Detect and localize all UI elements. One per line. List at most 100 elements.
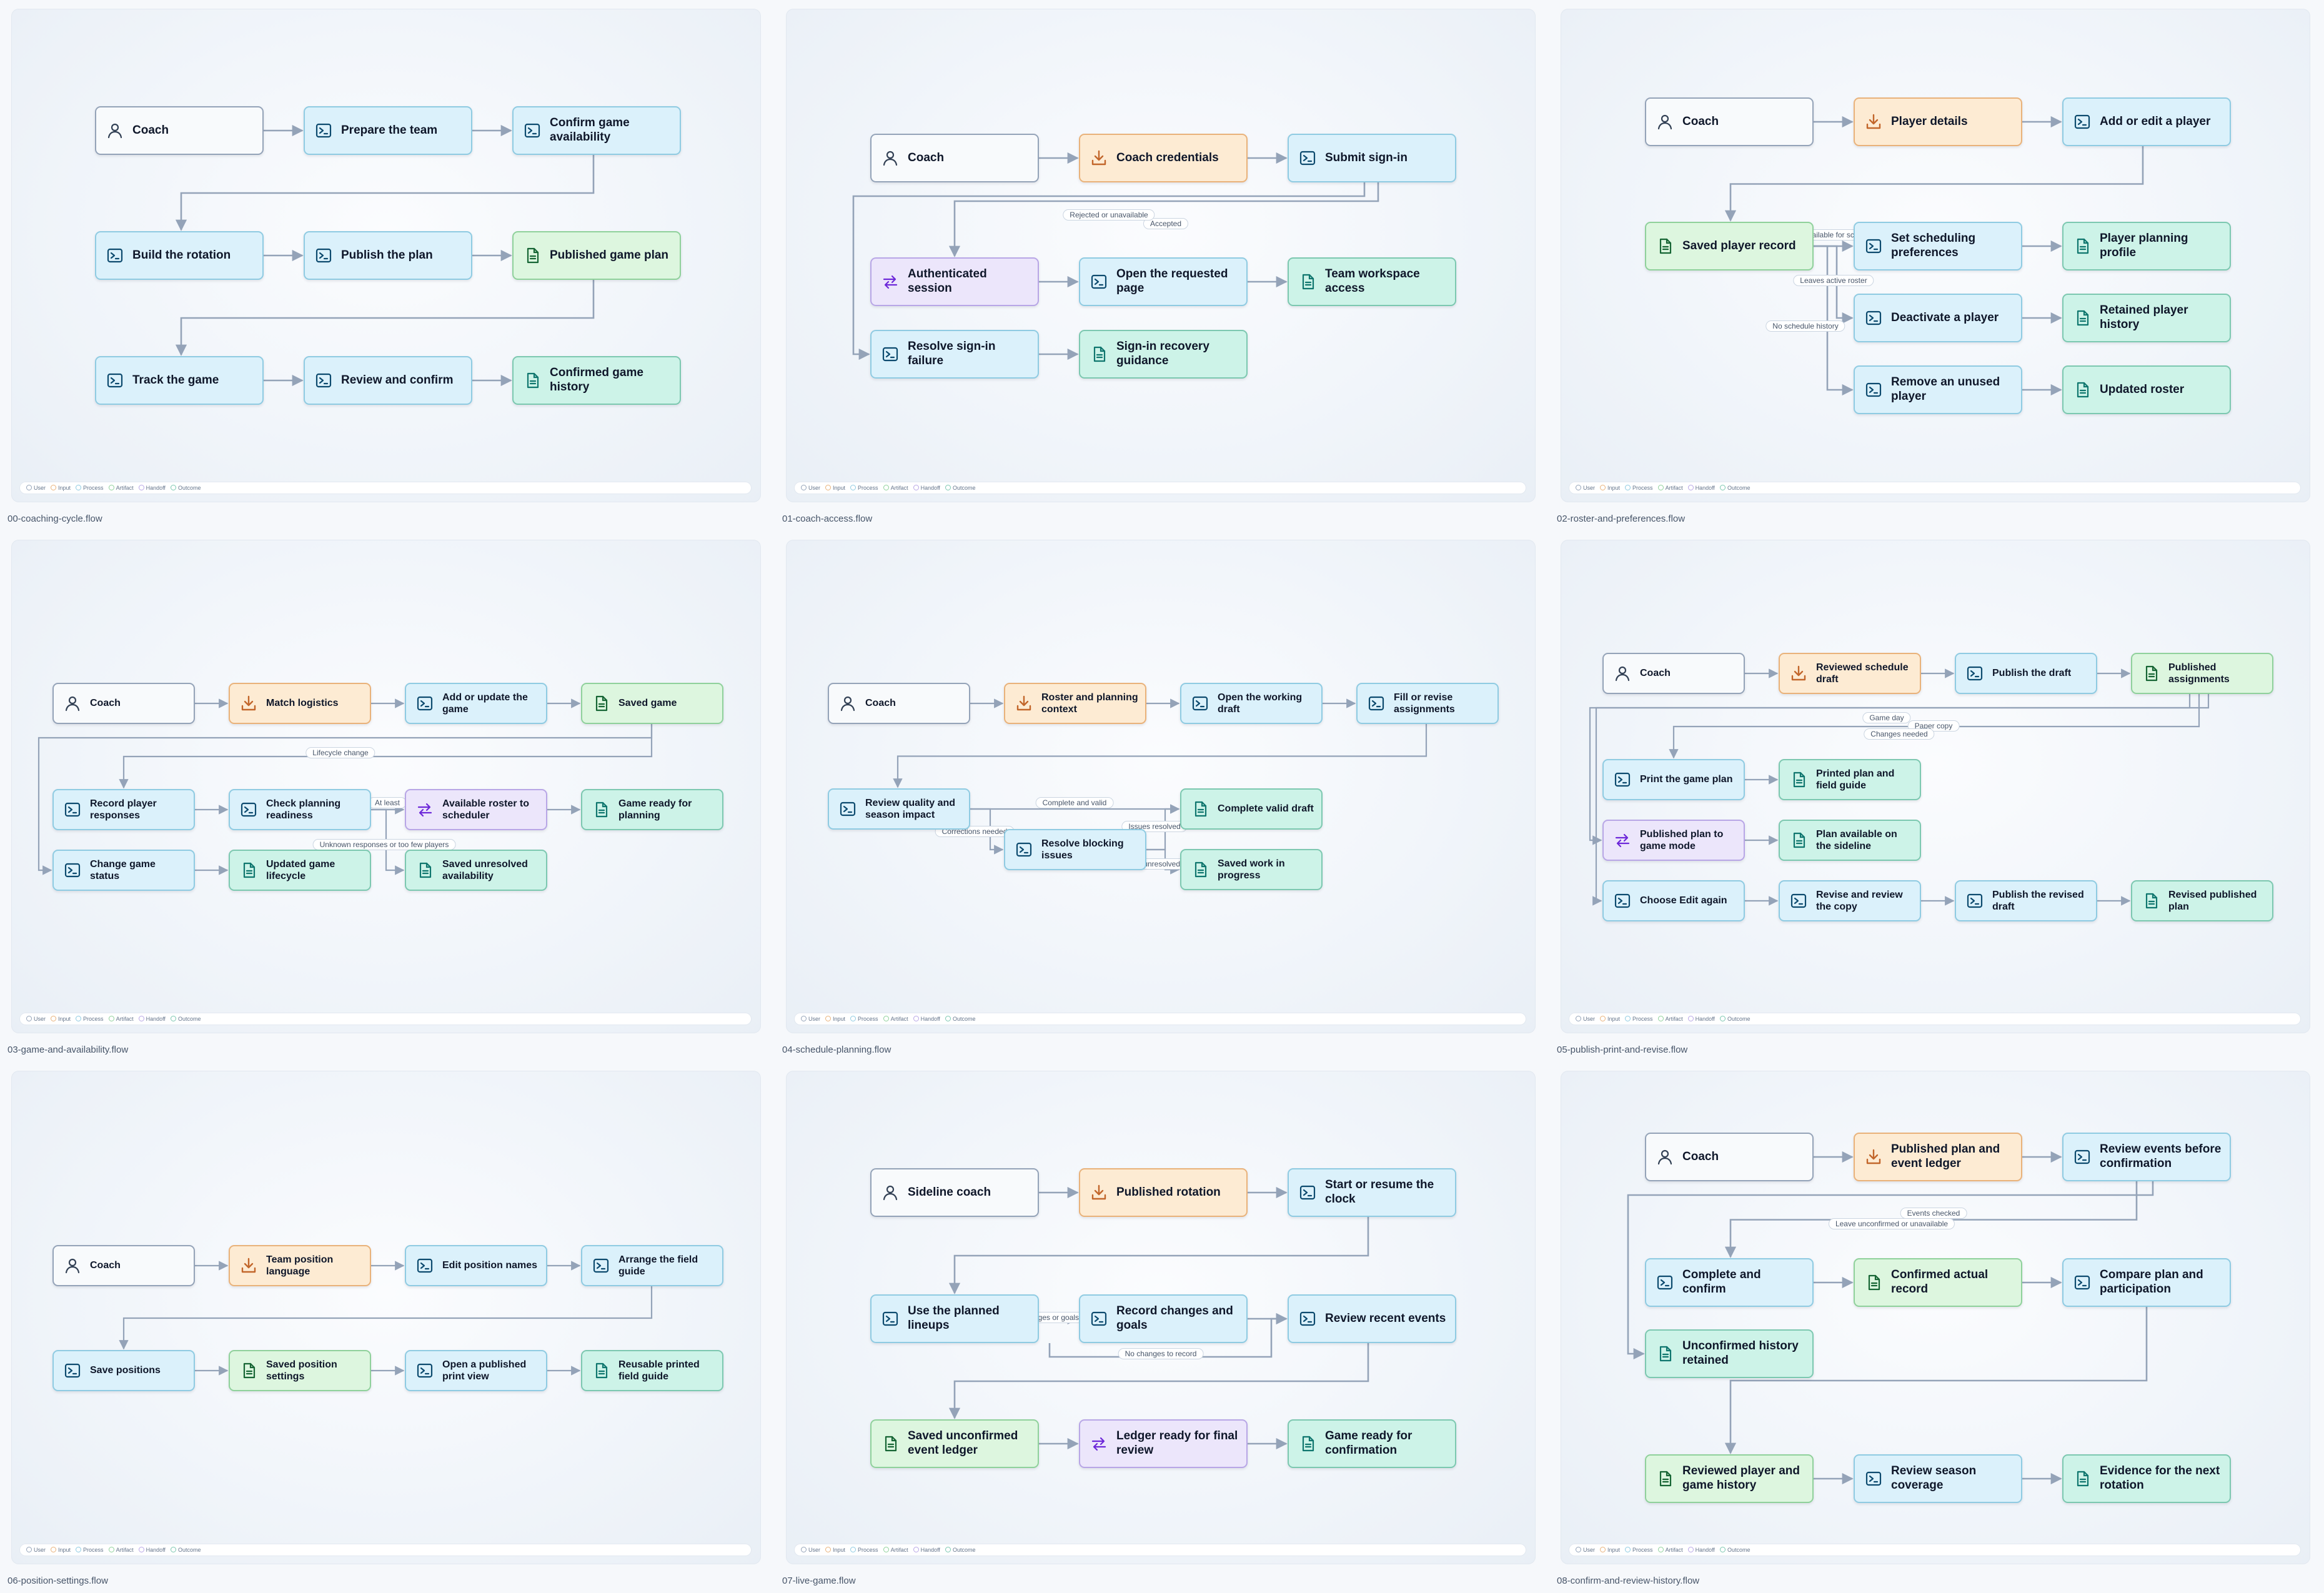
flow-node-car[interactable]: Confirmed actual record xyxy=(1854,1258,2022,1307)
flow-node-remove[interactable]: Remove an unused player xyxy=(1854,365,2022,414)
flow-node-valid[interactable]: Complete valid draft xyxy=(1180,788,1323,830)
legend-swatch xyxy=(76,485,82,490)
flow-node-logi[interactable]: Match logistics xyxy=(229,683,371,724)
flow-node-sue[interactable]: Saved unconfirmed event ledger xyxy=(870,1419,1039,1468)
flow-node-cc[interactable]: Complete and confirm xyxy=(1645,1258,1814,1307)
document-icon xyxy=(881,1435,899,1452)
flow-node-label: Coach xyxy=(90,1260,121,1271)
flow-node-team[interactable]: Team workspace access xyxy=(1288,257,1456,306)
document-icon xyxy=(1865,1274,1882,1291)
flow-node-lang[interactable]: Team position language xyxy=(229,1245,371,1286)
flow-node-revise[interactable]: Revise and review the copy xyxy=(1779,880,1921,921)
flow-node-rev[interactable]: Review recent events xyxy=(1288,1294,1456,1343)
flow-node-coach[interactable]: Coach xyxy=(52,1245,195,1286)
flow-node-status[interactable]: Change game status xyxy=(52,850,195,891)
flow-node-coach[interactable]: Sideline coach xyxy=(870,1168,1039,1217)
flow-node-coach[interactable]: Coach xyxy=(1645,1133,1814,1181)
flow-node-confirm[interactable]: Confirm game availability xyxy=(512,106,681,155)
flow-node-addg[interactable]: Add or update the game xyxy=(405,683,547,724)
flow-node-rbc[interactable]: Review events before confirmation xyxy=(2062,1133,2231,1181)
flow-node-rpp[interactable]: Revised published plan xyxy=(2131,880,2273,921)
flow-node-pub[interactable]: Publish the draft xyxy=(1955,653,2097,694)
flow-node-prep[interactable]: Prepare the team xyxy=(304,106,472,155)
flow-node-sched[interactable]: Set scheduling preferences xyxy=(1854,222,2022,270)
flow-node-check[interactable]: Check planning readiness xyxy=(229,789,371,830)
flow-node-start[interactable]: Start or resume the clock xyxy=(1288,1168,1456,1217)
flow-node-edit[interactable]: Edit position names xyxy=(405,1245,547,1286)
flow-node-build[interactable]: Build the rotation xyxy=(95,231,264,280)
legend-swatch xyxy=(1576,1547,1581,1552)
flow-node-pa[interactable]: Published assignments xyxy=(2131,653,2273,694)
flow-node-guide[interactable]: Sign-in recovery guidance xyxy=(1079,330,1248,379)
flow-node-profile[interactable]: Player planning profile xyxy=(2062,222,2231,270)
flow-node-cred[interactable]: Coach credentials xyxy=(1079,134,1248,182)
flow-node-ppe[interactable]: Published plan and event ledger xyxy=(1854,1133,2022,1181)
flow-node-auth[interactable]: Authenticated session xyxy=(870,257,1039,306)
flow-node-coach[interactable]: Coach xyxy=(1645,97,1814,146)
flow-node-cpp[interactable]: Compare plan and participation xyxy=(2062,1258,2231,1307)
flow-node-deact[interactable]: Deactivate a player xyxy=(1854,294,2022,342)
flow-node-add[interactable]: Add or edit a player xyxy=(2062,97,2231,146)
flow-node-prd[interactable]: Publish the revised draft xyxy=(1955,880,2097,921)
flow-node-open[interactable]: Open the working draft xyxy=(1180,683,1323,724)
flow-node-saved[interactable]: Saved player record xyxy=(1645,222,1814,270)
flow-node-submit[interactable]: Submit sign-in xyxy=(1288,134,1456,182)
flow-node-life[interactable]: Updated game lifecycle xyxy=(229,850,371,891)
flow-node-coach[interactable]: Coach xyxy=(870,134,1039,182)
flow-node-publish[interactable]: Publish the plan xyxy=(304,231,472,280)
flow-node-ctx[interactable]: Roster and planning context xyxy=(1004,683,1146,724)
flow-node-pfg[interactable]: Printed plan and field guide xyxy=(1779,759,1921,800)
flow-node-record[interactable]: Record player responses xyxy=(52,789,195,830)
document-check-icon xyxy=(592,1362,610,1379)
flow-node-coach[interactable]: Coach xyxy=(828,683,970,724)
flow-node-label: Fill or revise assignments xyxy=(1394,692,1455,715)
flow-node-retained[interactable]: Retained player history xyxy=(2062,294,2231,342)
flow-node-side[interactable]: Plan available on the sideline xyxy=(1779,820,1921,861)
flow-node-print[interactable]: Print the game plan xyxy=(1602,759,1745,800)
flow-node-wip[interactable]: Saved work in progress xyxy=(1180,849,1323,890)
flow-node-use[interactable]: Use the planned lineups xyxy=(870,1294,1039,1343)
flow-node-uhr[interactable]: Unconfirmed history retained xyxy=(1645,1329,1814,1378)
flow-node-rot[interactable]: Published rotation xyxy=(1079,1168,1248,1217)
flow-node-history[interactable]: Confirmed game history xyxy=(512,356,681,405)
flow-node-gr[interactable]: Game ready for confirmation xyxy=(1288,1419,1456,1468)
flow-node-coach[interactable]: Coach xyxy=(1602,653,1745,694)
flow-node-rec[interactable]: Record changes and goals xyxy=(1079,1294,1248,1343)
flow-node-pubplan[interactable]: Published game plan xyxy=(512,231,681,280)
flow-node-save[interactable]: Save positions xyxy=(52,1350,195,1391)
flow-node-open[interactable]: Open the requested page xyxy=(1079,257,1248,306)
flow-node-rsd[interactable]: Reviewed schedule draft xyxy=(1779,653,1921,694)
flow-node-sps[interactable]: Saved position settings xyxy=(229,1350,371,1391)
flow-node-unres[interactable]: Saved unresolved availability xyxy=(405,850,547,891)
flow-node-edit[interactable]: Choose Edit again xyxy=(1602,880,1745,921)
flow-node-resolve[interactable]: Resolve blocking issues xyxy=(1004,829,1146,870)
flow-node-resolve[interactable]: Resolve sign-in failure xyxy=(870,330,1039,379)
flow-node-reuse[interactable]: Reusable printed field guide xyxy=(581,1350,723,1391)
edge-label: No changes to record xyxy=(1118,1348,1204,1359)
flow-node-ledger[interactable]: Ledger ready for final review xyxy=(1079,1419,1248,1468)
legend-item: Input xyxy=(51,485,71,491)
flow-node-pgm[interactable]: Published plan to game mode xyxy=(1602,820,1745,861)
flow-node-label: Review quality and season impact xyxy=(865,797,956,820)
flow-node-review[interactable]: Review and confirm xyxy=(304,356,472,405)
flow-node-evid[interactable]: Evidence for the next rotation xyxy=(2062,1454,2231,1503)
flow-node-details[interactable]: Player details xyxy=(1854,97,2022,146)
flow-node-ready[interactable]: Game ready for planning xyxy=(581,789,723,830)
flow-node-fill[interactable]: Fill or revise assignments xyxy=(1356,683,1499,724)
flow-node-rsc[interactable]: Review season coverage xyxy=(1854,1454,2022,1503)
flow-node-track[interactable]: Track the game xyxy=(95,356,264,405)
flow-node-rq[interactable]: Review quality and season impact xyxy=(828,788,970,830)
download-icon xyxy=(240,695,257,712)
flow-node-updated[interactable]: Updated roster xyxy=(2062,365,2231,414)
flow-node-saved[interactable]: Saved game xyxy=(581,683,723,724)
flow-node-rpg[interactable]: Reviewed player and game history xyxy=(1645,1454,1814,1503)
legend-label: Artifact xyxy=(1665,485,1683,491)
flow-node-coach[interactable]: Coach xyxy=(52,683,195,724)
flow-node-coach[interactable]: Coach xyxy=(95,106,264,155)
flow-node-arr[interactable]: Arrange the field guide xyxy=(581,1245,723,1286)
flow-node-open[interactable]: Open a published print view xyxy=(405,1350,547,1391)
flow-node-avail[interactable]: Available roster to scheduler xyxy=(405,789,547,830)
flow-node-label: Review and confirm xyxy=(341,373,454,387)
flow-node-label: Open the requested page xyxy=(1116,267,1228,295)
